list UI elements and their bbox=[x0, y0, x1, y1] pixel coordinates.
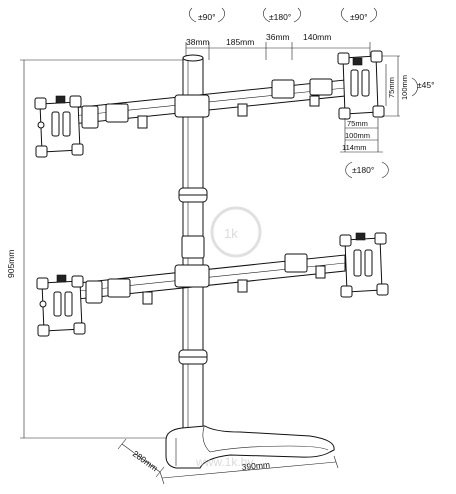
rotation-right-top-label: ±90° bbox=[350, 12, 368, 22]
rotation-left-top: ±90° bbox=[189, 7, 225, 23]
pole-collar-middle bbox=[181, 235, 205, 259]
vesa-plate-lower-right bbox=[339, 232, 389, 298]
tilt-indicator: ±45° bbox=[411, 77, 435, 97]
vesa-dimensions: 75mm 100mm 75mm 100mm 114mm bbox=[340, 55, 409, 153]
rotation-bottom-right-label: ±180° bbox=[352, 165, 374, 175]
vesa-plate-upper-left bbox=[34, 95, 84, 158]
dim-height: 905mm bbox=[6, 250, 16, 278]
dim-top-seg1: 38mm bbox=[186, 37, 210, 47]
rotation-center-top: ±180° bbox=[263, 7, 301, 23]
dim-top-seg2: 185mm bbox=[226, 37, 254, 47]
rotation-center-top-label: ±180° bbox=[269, 12, 291, 22]
dim-vesa-v1: 75mm bbox=[387, 77, 396, 98]
dim-vesa-v2: 100mm bbox=[400, 75, 409, 100]
dim-vesa-h1: 75mm bbox=[347, 119, 368, 128]
stand-base bbox=[165, 425, 335, 469]
rotation-right-top: ±90° bbox=[341, 7, 377, 23]
upper-arm bbox=[71, 78, 346, 129]
dim-base-depth: 280mm bbox=[131, 449, 160, 474]
tilt-label: ±45° bbox=[417, 80, 435, 90]
watermark: 1k www.1k.by bbox=[195, 206, 262, 469]
dim-top-seg3: 36mm bbox=[266, 32, 290, 42]
dim-top-seg4: 140mm bbox=[303, 32, 331, 42]
watermark-text: www.1k.by bbox=[195, 455, 253, 469]
dim-vesa-h2: 100mm bbox=[345, 131, 370, 140]
vesa-plate-lower-left bbox=[36, 274, 86, 337]
pole-collar-upper bbox=[178, 187, 208, 203]
watermark-logo: 1k bbox=[224, 226, 238, 241]
rotation-left-top-label: ±90° bbox=[198, 12, 216, 22]
vesa-plate-upper-right bbox=[337, 50, 385, 120]
pole-collar-lower bbox=[178, 349, 208, 365]
dim-plate-width: 114mm bbox=[342, 143, 366, 152]
lower-arm bbox=[77, 253, 346, 305]
rotation-bottom-right: ±180° bbox=[345, 161, 389, 179]
top-dimension-line: 38mm 185mm 36mm 140mm bbox=[185, 32, 371, 60]
dim-base-width: 390mm bbox=[241, 460, 270, 472]
height-dimension: 905mm bbox=[6, 59, 186, 439]
